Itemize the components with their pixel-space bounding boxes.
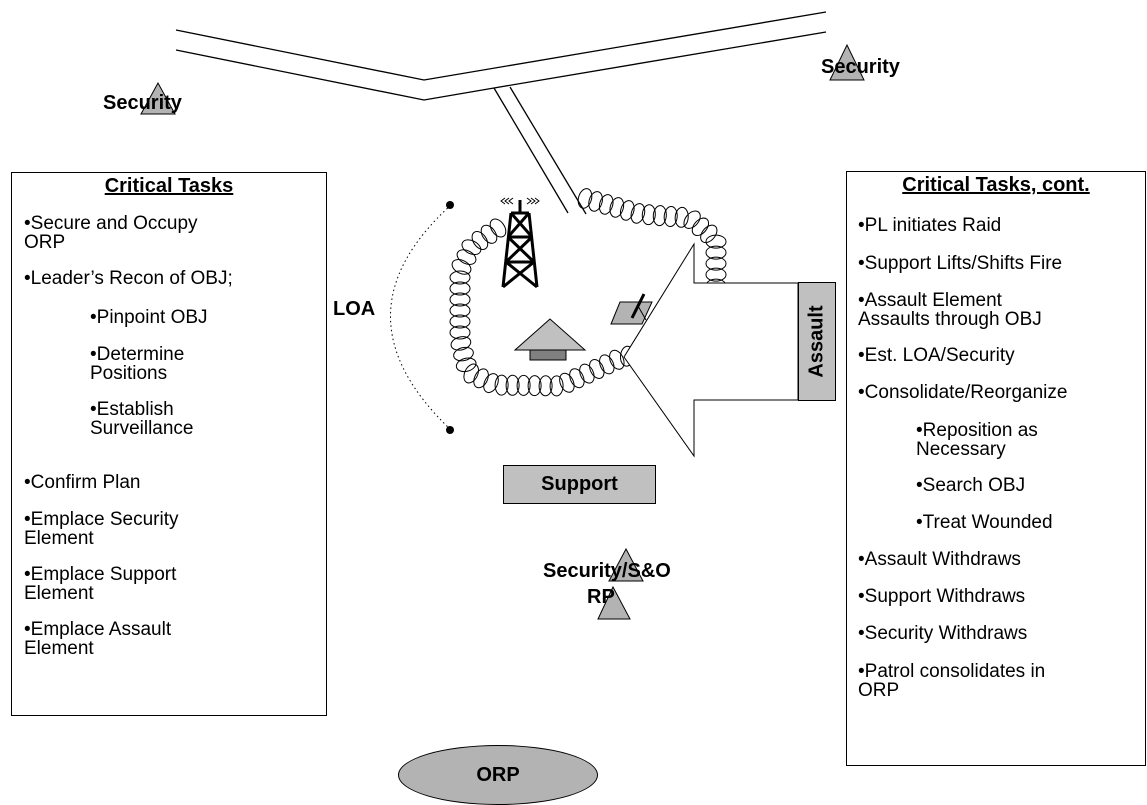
wire-loop bbox=[449, 270, 471, 285]
task-item: •Assault Withdraws bbox=[858, 549, 1021, 570]
wire-loop bbox=[527, 375, 542, 397]
wire-loop bbox=[473, 368, 489, 389]
task-item: •Leader’s Recon of OBJ; bbox=[24, 268, 233, 289]
security-so-label: Security/S&O bbox=[543, 560, 671, 582]
wire-loop bbox=[516, 374, 531, 396]
support-label: Support bbox=[503, 465, 656, 504]
wire-loop bbox=[630, 203, 646, 224]
wire-loop bbox=[700, 224, 718, 244]
wire-loop bbox=[559, 372, 575, 393]
task-item: •Search OBJ bbox=[916, 475, 1026, 496]
task-item: •Determine Positions bbox=[90, 344, 185, 384]
wire-loop bbox=[483, 373, 499, 394]
wire-loop bbox=[641, 204, 656, 226]
security-triangle-icon bbox=[140, 43, 865, 620]
wire-loop bbox=[619, 200, 635, 221]
wire-loop bbox=[451, 259, 472, 275]
wire-loop bbox=[450, 336, 472, 351]
wire-loop bbox=[609, 349, 625, 370]
task-item: •Support Lifts/Shifts Fire bbox=[858, 253, 1063, 274]
wire-loop bbox=[449, 314, 471, 329]
task-item: •Emplace Support Element bbox=[24, 564, 177, 604]
radio-signal-icon bbox=[500, 197, 540, 205]
task-item: •Patrol consolidates in ORP bbox=[858, 661, 1046, 701]
wire-loop bbox=[652, 205, 667, 227]
task-item: •Emplace Assault Element bbox=[24, 619, 172, 659]
orp-symbol: ORP bbox=[398, 745, 598, 805]
mortar-icon bbox=[610, 293, 653, 325]
loa-line bbox=[390, 204, 452, 431]
assault-arrow bbox=[623, 242, 799, 458]
task-item: •Emplace Security Element bbox=[24, 509, 179, 549]
task-item: •Confirm Plan bbox=[24, 472, 141, 493]
wire-loop bbox=[505, 374, 520, 396]
wire-loop bbox=[494, 374, 509, 396]
wire-loop bbox=[455, 357, 477, 373]
security-label-right: Security bbox=[821, 56, 900, 78]
wire-loop bbox=[705, 267, 727, 282]
building-icon bbox=[513, 318, 587, 361]
radio-tower-icon bbox=[501, 200, 539, 289]
task-item: •Secure and Occupy ORP bbox=[24, 213, 198, 253]
road bbox=[175, 11, 827, 215]
wire-loop bbox=[569, 368, 585, 389]
security-label-left: Security bbox=[103, 92, 182, 114]
support-label-text: Support bbox=[541, 473, 618, 495]
wire-loop bbox=[589, 359, 605, 379]
wire-loop bbox=[471, 230, 489, 251]
wire-loop bbox=[598, 194, 614, 215]
wire-loop bbox=[579, 363, 595, 384]
wire-loop bbox=[449, 303, 471, 318]
wire-loop bbox=[705, 256, 727, 271]
critical-tasks-cont-title: Critical Tasks, cont. bbox=[902, 174, 1090, 196]
wire-loop bbox=[456, 249, 477, 265]
critical-tasks-title: Critical Tasks bbox=[104, 175, 234, 197]
wire-loop bbox=[663, 206, 678, 227]
wire-loop bbox=[691, 217, 710, 237]
critical-tasks-cont-box: Critical Tasks, cont. •PL initiates Raid… bbox=[846, 171, 1146, 766]
wire-loop bbox=[449, 292, 471, 307]
task-item: •PL initiates Raid bbox=[858, 215, 1002, 236]
task-item: •Assault Element Assaults through OBJ bbox=[858, 290, 1042, 330]
wire-loop bbox=[588, 191, 603, 212]
rp-label: RP bbox=[587, 586, 615, 608]
wire-loop bbox=[453, 346, 474, 362]
task-item: •Establish Surveillance bbox=[90, 399, 194, 439]
critical-tasks-box: Critical Tasks •Secure and Occupy ORP •L… bbox=[11, 172, 327, 716]
wire-loop bbox=[480, 224, 498, 244]
loa-label: LOA bbox=[333, 298, 376, 320]
task-item: •Treat Wounded bbox=[916, 512, 1053, 533]
wire-loop bbox=[674, 206, 689, 228]
task-item: •Support Withdraws bbox=[858, 586, 1026, 607]
orp-label: ORP bbox=[476, 763, 520, 786]
wire-loop bbox=[461, 239, 482, 256]
task-item: •Reposition as Necessary bbox=[916, 420, 1038, 460]
wire-loop bbox=[449, 281, 471, 296]
wire-loop bbox=[549, 375, 564, 397]
task-item: •Est. LOA/Security bbox=[858, 345, 1015, 366]
assault-label: Assault bbox=[798, 282, 836, 401]
wire-loop bbox=[577, 188, 593, 209]
wire-loop bbox=[683, 210, 701, 229]
wire-loop bbox=[449, 325, 471, 340]
loa-endpoint-bottom bbox=[446, 426, 454, 434]
wire-loop bbox=[489, 218, 507, 238]
wire-loop bbox=[609, 197, 625, 218]
wire-loop bbox=[463, 363, 479, 384]
task-item: •Consolidate/Reorganize bbox=[858, 382, 1068, 403]
assault-label-text: Assault bbox=[805, 305, 828, 378]
wire-loop bbox=[599, 354, 615, 375]
task-item: •Pinpoint OBJ bbox=[90, 307, 208, 328]
loa-endpoint-top bbox=[446, 201, 454, 209]
wire-loop bbox=[538, 375, 553, 397]
task-item: •Security Withdraws bbox=[858, 623, 1028, 644]
wire-loop bbox=[705, 245, 727, 260]
